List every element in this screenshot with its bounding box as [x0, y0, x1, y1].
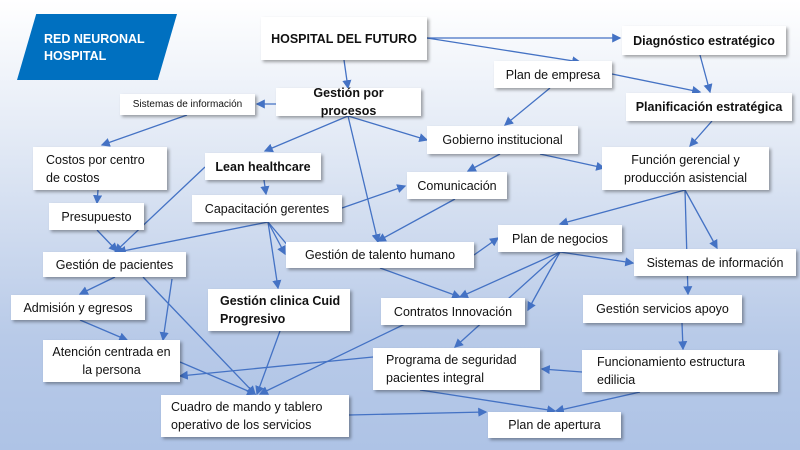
edge — [503, 87, 551, 126]
edge — [267, 221, 286, 256]
edge — [93, 189, 103, 205]
edge — [458, 251, 561, 298]
edge — [419, 389, 557, 415]
node-contratos: Contratos Innovación — [381, 298, 525, 325]
edge — [342, 59, 352, 90]
edge — [683, 189, 693, 296]
node-talento: Gestión de talento humano — [286, 242, 474, 268]
node-comunicacion: Comunicación — [407, 172, 507, 199]
edge — [559, 251, 635, 267]
node-capacitacion: Capacitación gerentes — [192, 195, 342, 222]
edge — [540, 365, 583, 375]
node-admision: Admisión y egresos — [11, 295, 145, 320]
node-planificacion: Planificación estratégica — [626, 93, 792, 121]
node-funcion-gerencial: Función gerencial y producción asistenci… — [602, 147, 769, 190]
node-lean: Lean healthcare — [205, 153, 321, 180]
edge — [473, 237, 500, 256]
edge — [376, 198, 456, 242]
edge — [341, 184, 407, 209]
edge — [178, 356, 374, 380]
node-plan-negocios: Plan de negocios — [498, 225, 622, 252]
edge — [689, 120, 713, 147]
edge — [114, 166, 206, 253]
node-gestion-clinica: Gestión clinica Cuid Progresivo — [208, 289, 350, 331]
edge — [554, 391, 641, 414]
edge — [527, 251, 561, 312]
node-sistemas-info: Sistemas de información — [634, 249, 796, 276]
edge — [179, 361, 257, 396]
edge — [466, 153, 501, 172]
edge — [258, 322, 408, 395]
edge — [539, 153, 606, 171]
edge — [426, 37, 582, 66]
edge — [159, 278, 173, 342]
node-servicios-apoyo: Gestión servicios apoyo — [583, 295, 742, 323]
edge — [347, 115, 381, 244]
edge — [116, 221, 269, 255]
edge — [142, 276, 256, 395]
edge — [379, 267, 462, 299]
edge — [79, 319, 129, 342]
edge — [611, 73, 702, 95]
edge — [260, 179, 270, 196]
edge — [347, 115, 429, 143]
edge — [699, 54, 713, 94]
node-hospital: HOSPITAL DEL FUTURO — [261, 17, 427, 60]
edge — [348, 407, 488, 417]
node-plan-empresa: Plan de empresa — [494, 61, 612, 88]
node-costos: Costos por centro de costos — [33, 147, 167, 190]
node-presupuesto: Presupuesto — [49, 203, 144, 230]
node-plan-apertura: Plan de apertura — [488, 412, 621, 438]
node-diagnostico: Diagnóstico estratégico — [622, 26, 786, 55]
edge — [678, 322, 688, 351]
node-pacientes: Gestión de pacientes — [43, 252, 186, 277]
edge — [100, 114, 188, 147]
edge — [267, 221, 282, 290]
diagram-title-banner: RED NEURONAL HOSPITAL — [17, 14, 177, 80]
node-gestion-procesos: Gestión por procesos — [276, 86, 421, 118]
diagram-title: RED NEURONAL HOSPITAL — [44, 32, 145, 63]
edge — [558, 189, 686, 227]
node-edilicia: Funcionamiento estructura edilicia — [582, 350, 778, 392]
edge — [78, 276, 116, 295]
node-sistemas-info-small: Sistemas de información — [120, 94, 255, 115]
node-cuadro-mando: Cuadro de mando y tablero operativo de l… — [161, 395, 349, 437]
edge — [255, 330, 281, 396]
node-seguridad: Programa de seguridad pacientes integral — [373, 348, 540, 390]
node-atencion: Atención centrada en la persona — [43, 340, 180, 382]
node-gobierno: Gobierno institucional — [427, 126, 578, 154]
edge — [684, 189, 718, 250]
edge — [263, 115, 349, 153]
edge — [96, 229, 118, 252]
